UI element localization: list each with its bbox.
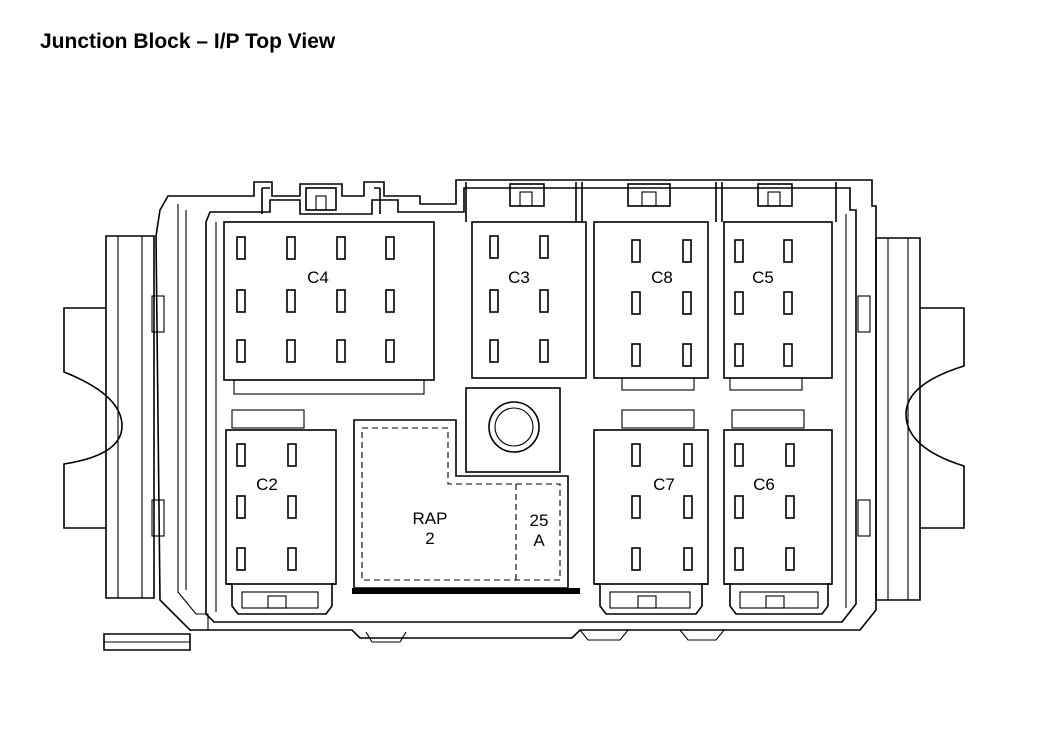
relay-label-line1: RAP	[413, 509, 448, 528]
housing-outline	[103, 179, 877, 651]
fuse-label-line1: 25	[530, 511, 549, 530]
connector-c8: C8	[593, 221, 709, 391]
connector-c7: C7	[593, 409, 709, 615]
label-c4: C4	[307, 268, 329, 287]
connector-c2: C2	[225, 409, 337, 615]
relay-label-line2: 2	[425, 529, 434, 548]
connector-c5: C5	[723, 221, 833, 391]
label-c8: C8	[651, 268, 673, 287]
label-c2: C2	[256, 475, 278, 494]
label-c5: C5	[752, 268, 774, 287]
label-c6: C6	[753, 475, 775, 494]
inner-frame	[205, 187, 857, 623]
left-mounting-bracket	[63, 235, 165, 599]
connector-c6: C6	[723, 409, 833, 615]
top-latches	[261, 182, 837, 222]
label-c3: C3	[508, 268, 530, 287]
bolt-stud	[465, 387, 561, 473]
fuse-label-line2: A	[533, 531, 545, 550]
rap-relay-block: RAP 2 25 A	[352, 419, 580, 594]
connector-c3: C3	[471, 221, 587, 379]
connector-c4: C4	[223, 221, 435, 395]
label-c7: C7	[653, 475, 675, 494]
right-mounting-bracket	[857, 237, 965, 601]
diagram-title: Junction Block – I/P Top View	[40, 30, 336, 53]
